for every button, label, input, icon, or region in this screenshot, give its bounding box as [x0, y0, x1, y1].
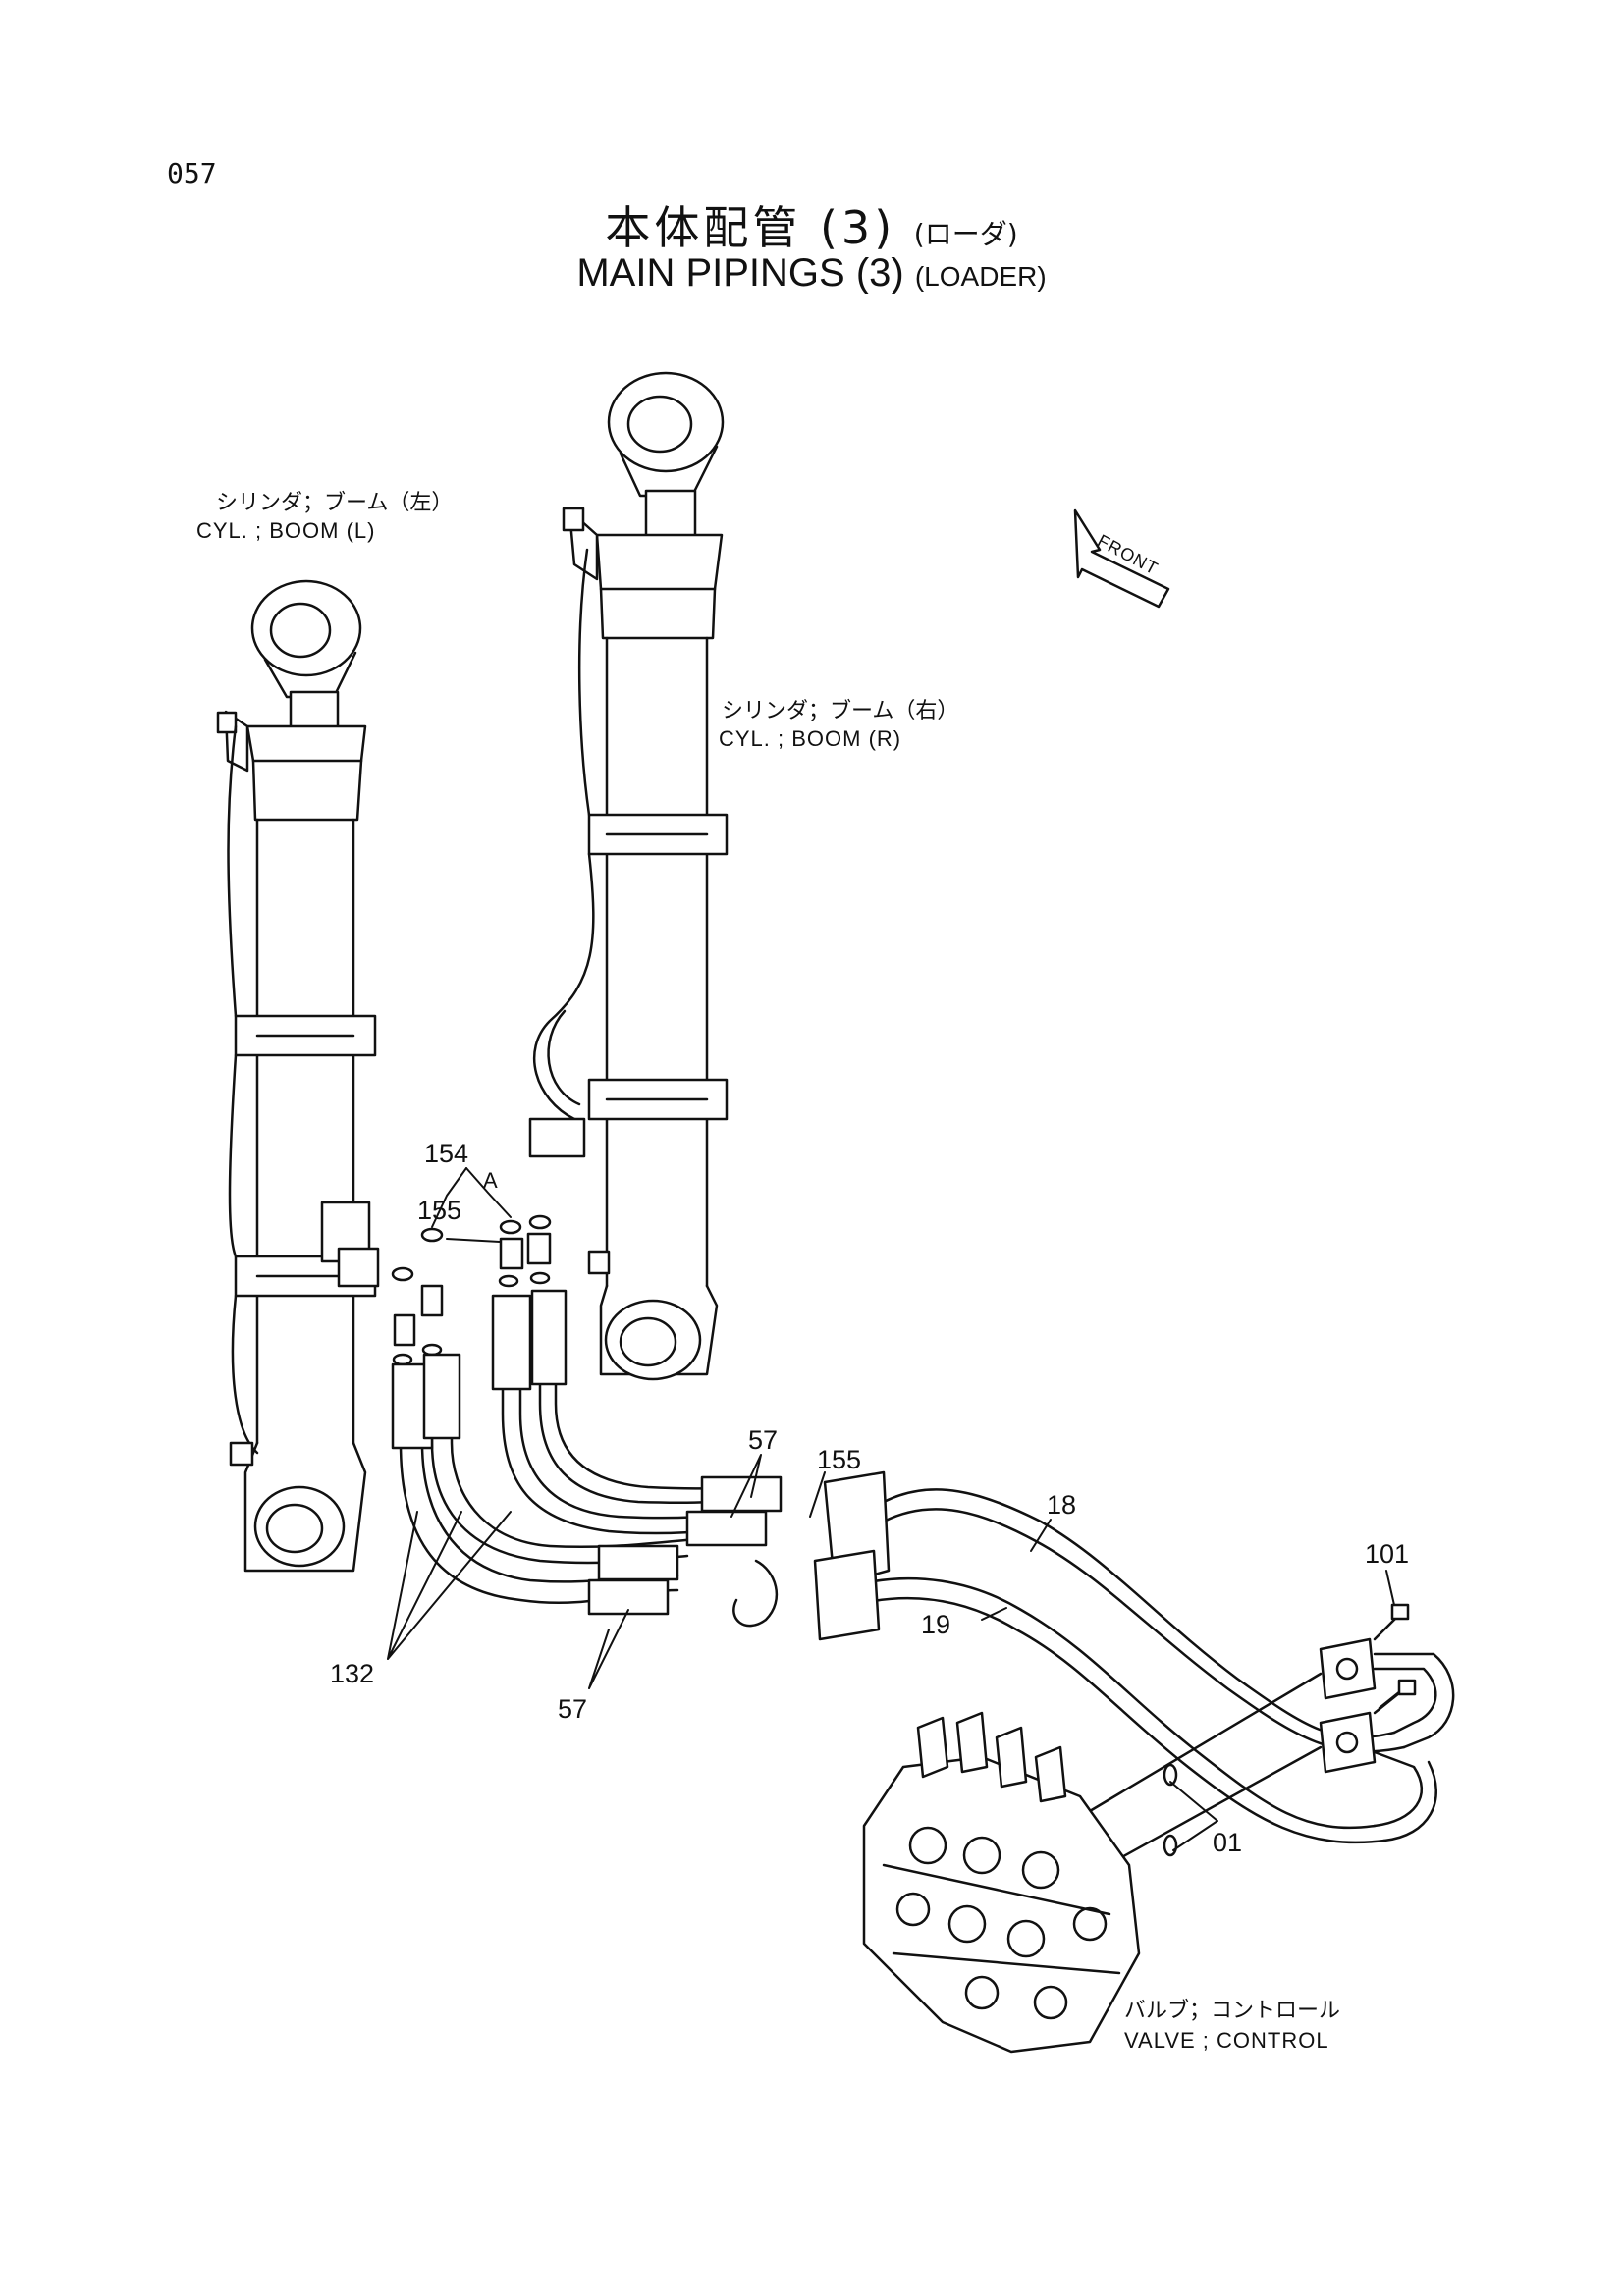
- o-rings-01: [1088, 1672, 1323, 1877]
- label-cyl-right-en: CYL. ; BOOM (R): [719, 726, 902, 751]
- title-en-main: MAIN PIPINGS (3): [576, 251, 904, 294]
- part-number-57-bottom: 57: [558, 1694, 588, 1724]
- fittings-right: [498, 1214, 552, 1288]
- label-valve-en: VALVE ; CONTROL: [1124, 2028, 1329, 2053]
- part-number-18: 18: [1047, 1490, 1077, 1520]
- label-valve-jp: バルブ；コントロール: [1124, 1999, 1341, 2023]
- title-en: MAIN PIPINGS (3) (LOADER): [0, 251, 1623, 295]
- part-number-19: 19: [921, 1610, 951, 1639]
- part-number-01: 01: [1213, 1828, 1243, 1857]
- leader-lines: [387, 1167, 1395, 1851]
- part-number-155-left: 155: [417, 1196, 462, 1225]
- part-number-132: 132: [330, 1659, 375, 1688]
- label-cyl-left-jp: シリンダ；ブーム（左）: [216, 491, 454, 515]
- front-arrow: [1073, 508, 1170, 609]
- flanges-101: [1319, 1603, 1417, 1774]
- label-cyl-right-jp: シリンダ；ブーム（右）: [722, 699, 959, 723]
- cylinder-boom-left: [216, 579, 380, 1573]
- part-number-101: 101: [1365, 1539, 1410, 1569]
- title-en-sub: (LOADER): [914, 261, 1047, 292]
- pipes-18-19: [732, 1470, 1455, 1844]
- part-number-155-right: 155: [817, 1445, 862, 1474]
- title-jp: 本体配管 (3) (ローダ): [0, 192, 1623, 257]
- page-number: 057: [167, 157, 217, 189]
- detail-marker-a: A: [483, 1168, 498, 1193]
- title-jp-sub: (ローダ): [913, 218, 1018, 250]
- cylinder-boom-right: [528, 371, 729, 1381]
- part-number-154: 154: [424, 1139, 469, 1168]
- hoses-132: [391, 1289, 783, 1616]
- label-cyl-left-en: CYL. ; BOOM (L): [196, 518, 376, 543]
- fittings-left: [391, 1227, 444, 1366]
- part-number-57-top: 57: [748, 1425, 779, 1455]
- control-valve: [862, 1711, 1141, 2054]
- title-jp-main: 本体配管 (3): [605, 201, 896, 254]
